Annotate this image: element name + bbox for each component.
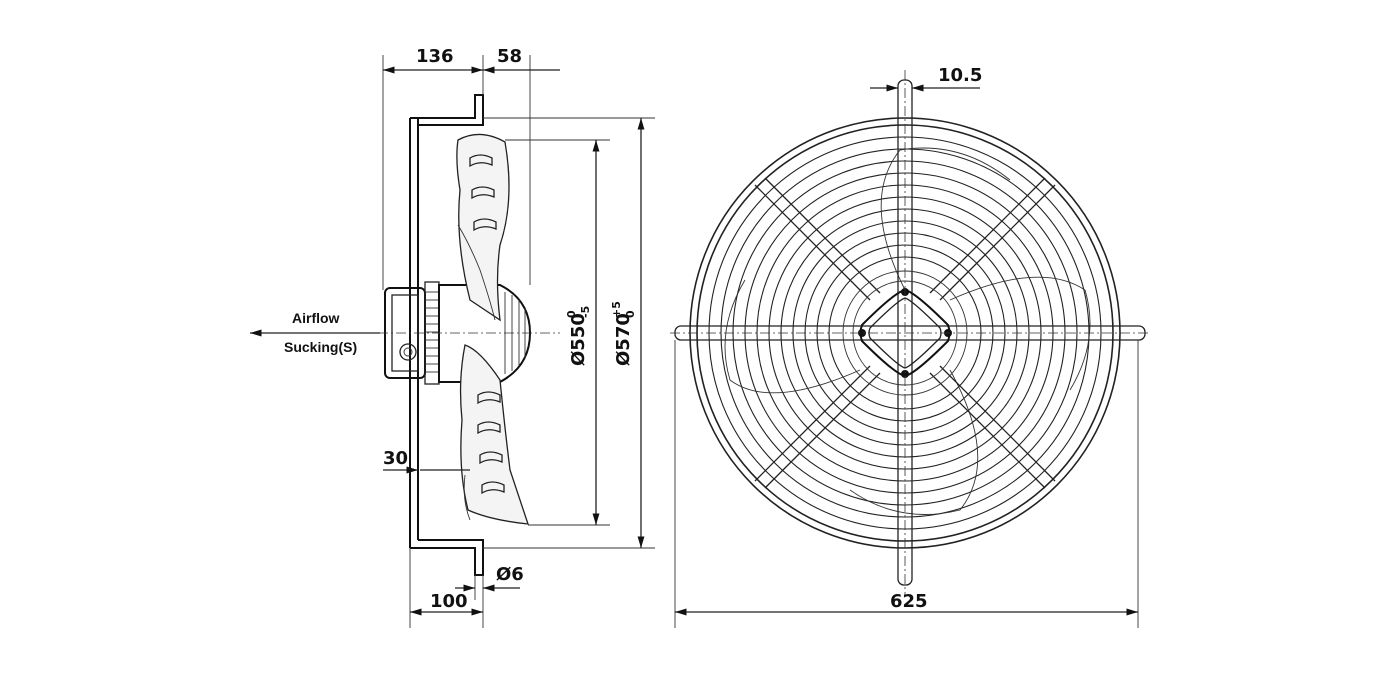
dim-100: 100 (430, 591, 468, 612)
dim-550-upper-tol: 0 (565, 310, 578, 318)
guard-struts (674, 79, 1146, 586)
dim-570-lower-tol: 0 (624, 310, 637, 318)
dim-10-5: 10.5 (938, 65, 982, 86)
side-view: Ø550 0 -5 Ø570 +5 0 136 58 30 100 Ø6 (250, 46, 655, 628)
dim-625: 625 (890, 591, 928, 612)
fan-blade-upper-back (457, 224, 496, 321)
dim-570-text: Ø570 (613, 313, 634, 366)
dim-550-lower-tol: -5 (579, 306, 592, 318)
blade-slots-upper (469, 154, 497, 232)
dim-136: 136 (416, 46, 454, 67)
fan-blade-lower (459, 344, 529, 525)
front-view: 625 10.5 (670, 65, 1150, 628)
dim-diameter-550: Ø550 0 -5 (565, 306, 592, 366)
dim-570-upper-tol: +5 (610, 301, 623, 318)
dim-550-text: Ø550 (568, 313, 589, 366)
dim-58: 58 (497, 46, 522, 67)
dim-30: 30 (383, 448, 408, 469)
impeller-outline (724, 147, 1091, 515)
sucking-label: Sucking(S) (284, 339, 357, 355)
blade-slots-lower (477, 391, 505, 495)
airflow-label: Airflow (292, 310, 340, 326)
dim-diameter-570: Ø570 +5 0 (610, 301, 637, 366)
dim-hole-6: Ø6 (496, 564, 524, 585)
